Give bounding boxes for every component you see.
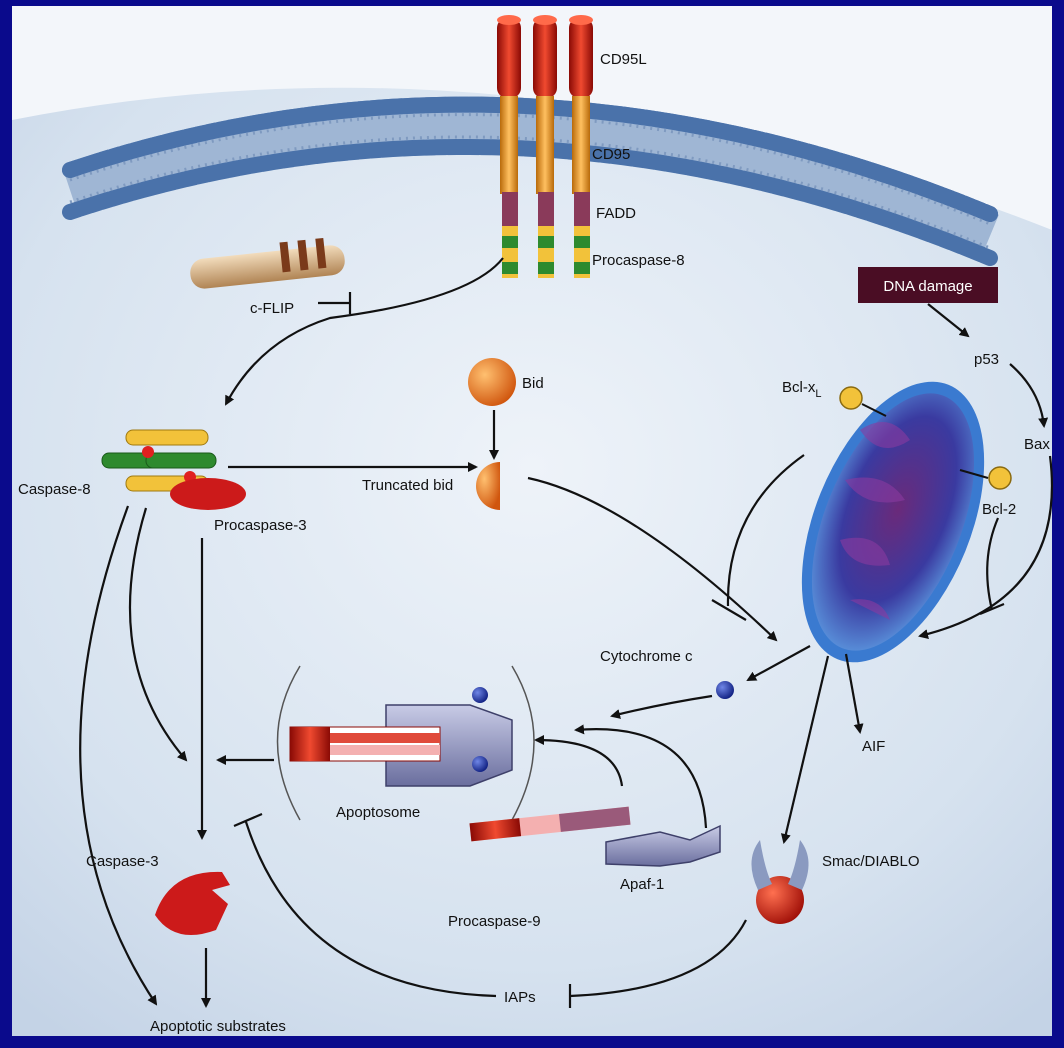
cflip-label: c-FLIP (250, 300, 294, 317)
bax-label: Bax (1024, 436, 1050, 453)
procaspase8-label: Procaspase-8 (592, 252, 685, 269)
cd95-label: CD95 (592, 146, 630, 163)
dna-damage-label: DNA damage (883, 278, 972, 295)
smac-label: Smac/DIABLO (822, 853, 920, 870)
bcl2-label: Bcl-2 (982, 501, 1016, 518)
cytochrome-c[interactable] (716, 681, 734, 699)
bid-protein[interactable] (468, 358, 516, 406)
fadd-label: FADD (596, 205, 636, 222)
fadd-adaptor (502, 192, 590, 226)
cytochrome-c-label: Cytochrome c (600, 648, 693, 665)
procaspase3-protein[interactable] (170, 478, 246, 510)
apaf1-label: Apaf-1 (620, 876, 664, 893)
aif-label: AIF (862, 738, 885, 755)
caspase3-label: Caspase-3 (86, 853, 159, 870)
iaps-label: IAPs (504, 989, 536, 1006)
dna-damage-box[interactable]: DNA damage (858, 267, 998, 303)
caspase8-label: Caspase-8 (18, 481, 91, 498)
cd95-receptor (500, 96, 590, 194)
apoptotic-substrates-label: Apoptotic substrates (150, 1018, 286, 1035)
truncated-bid-label: Truncated bid (362, 477, 453, 494)
cd95l-label: CD95L (600, 51, 647, 68)
death-receptor-complex[interactable] (497, 15, 593, 278)
bid-label: Bid (522, 375, 544, 392)
procaspase3-label: Procaspase-3 (214, 517, 307, 534)
procaspase9-label: Procaspase-9 (448, 913, 541, 930)
procaspase8-domain (502, 226, 590, 278)
apoptosome-label: Apoptosome (336, 804, 420, 821)
cd95l-ligand (497, 15, 593, 98)
p53-label: p53 (974, 351, 999, 368)
